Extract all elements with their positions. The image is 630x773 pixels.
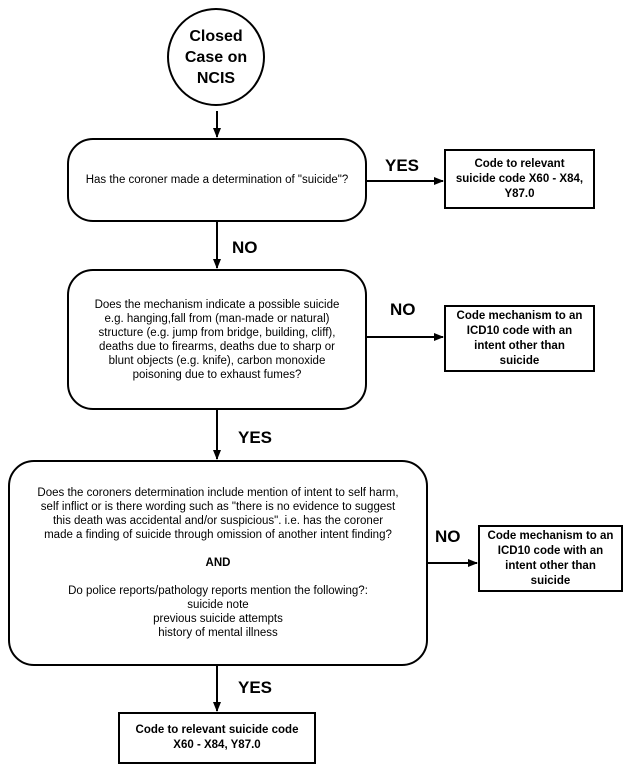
start-line: Closed [189,27,243,45]
decision-coroner-suicide: Has the coroner made a determination of … [67,138,367,222]
q3-no-label: NO [435,527,461,546]
q2-yes-label: YES [238,428,273,447]
result-other-intent-2: Code mechanism to an ICD10 code with an … [478,525,623,592]
result-line: suicide code X60 - X84, [455,172,584,185]
decision-line: history of mental illness [158,627,278,639]
q2-no-label: NO [390,300,416,319]
result-line: X60 - X84, Y87.0 [173,739,261,751]
result-line: ICD10 code with an [466,324,573,337]
decision-line: blunt objects (e.g. knife), carbon monox… [108,354,326,367]
decision-line: poisoning due to exhaust fumes? [132,368,302,381]
decision-line: e.g. hanging,fall from (man-made or natu… [104,312,330,325]
decision-coroner-intent: Does the coroners determination include … [8,460,428,666]
decision-line: Do police reports/pathology reports ment… [68,585,368,597]
decision-line: Does the mechanism indicate a possible s… [94,298,340,311]
result-other-intent-1: Code mechanism to an ICD10 code with an … [444,305,595,372]
result-line: intent other than [505,559,596,572]
result-line: suicide [530,574,571,587]
q1-yes-label: YES [385,156,420,175]
result-line: suicide [499,354,540,367]
decision-line: self inflict or is there wording such as… [40,501,396,513]
q1-no-label: NO [232,238,258,257]
result-line: ICD10 code with an [497,544,604,557]
decision-line: made a finding of suicide through omissi… [44,529,392,541]
result-line: Y87.0 [504,187,535,200]
decision-line: Does the coroners determination include … [37,487,399,499]
decision-line: this death was accidental and/or suspici… [52,515,384,527]
decision-text: Has the coroner made a determination of … [85,174,349,186]
start-node-closed-case: Closed Case on NCIS [167,8,265,106]
result-line: Code to relevant [474,157,565,170]
decision-line: deaths due to firearms, deaths due to sh… [99,340,335,353]
result-line: intent other than [474,339,565,352]
decision-line: suicide note [187,599,249,611]
decision-mechanism: Does the mechanism indicate a possible s… [67,269,367,410]
decision-line: structure (e.g. jump from bridge, buildi… [98,326,336,339]
start-line: Case on [184,48,248,66]
result-line: Code to relevant suicide code [135,724,299,736]
result-line: Code mechanism to an [487,529,614,542]
result-suicide-code-1: Code to relevant suicide code X60 - X84,… [444,149,595,209]
q3-yes-label: YES [238,678,273,697]
and-label: AND [205,557,231,569]
start-line: NCIS [196,69,236,87]
decision-line: previous suicide attempts [153,613,283,625]
result-line: Code mechanism to an [456,309,583,322]
result-suicide-code-2: Code to relevant suicide code X60 - X84,… [118,712,316,764]
